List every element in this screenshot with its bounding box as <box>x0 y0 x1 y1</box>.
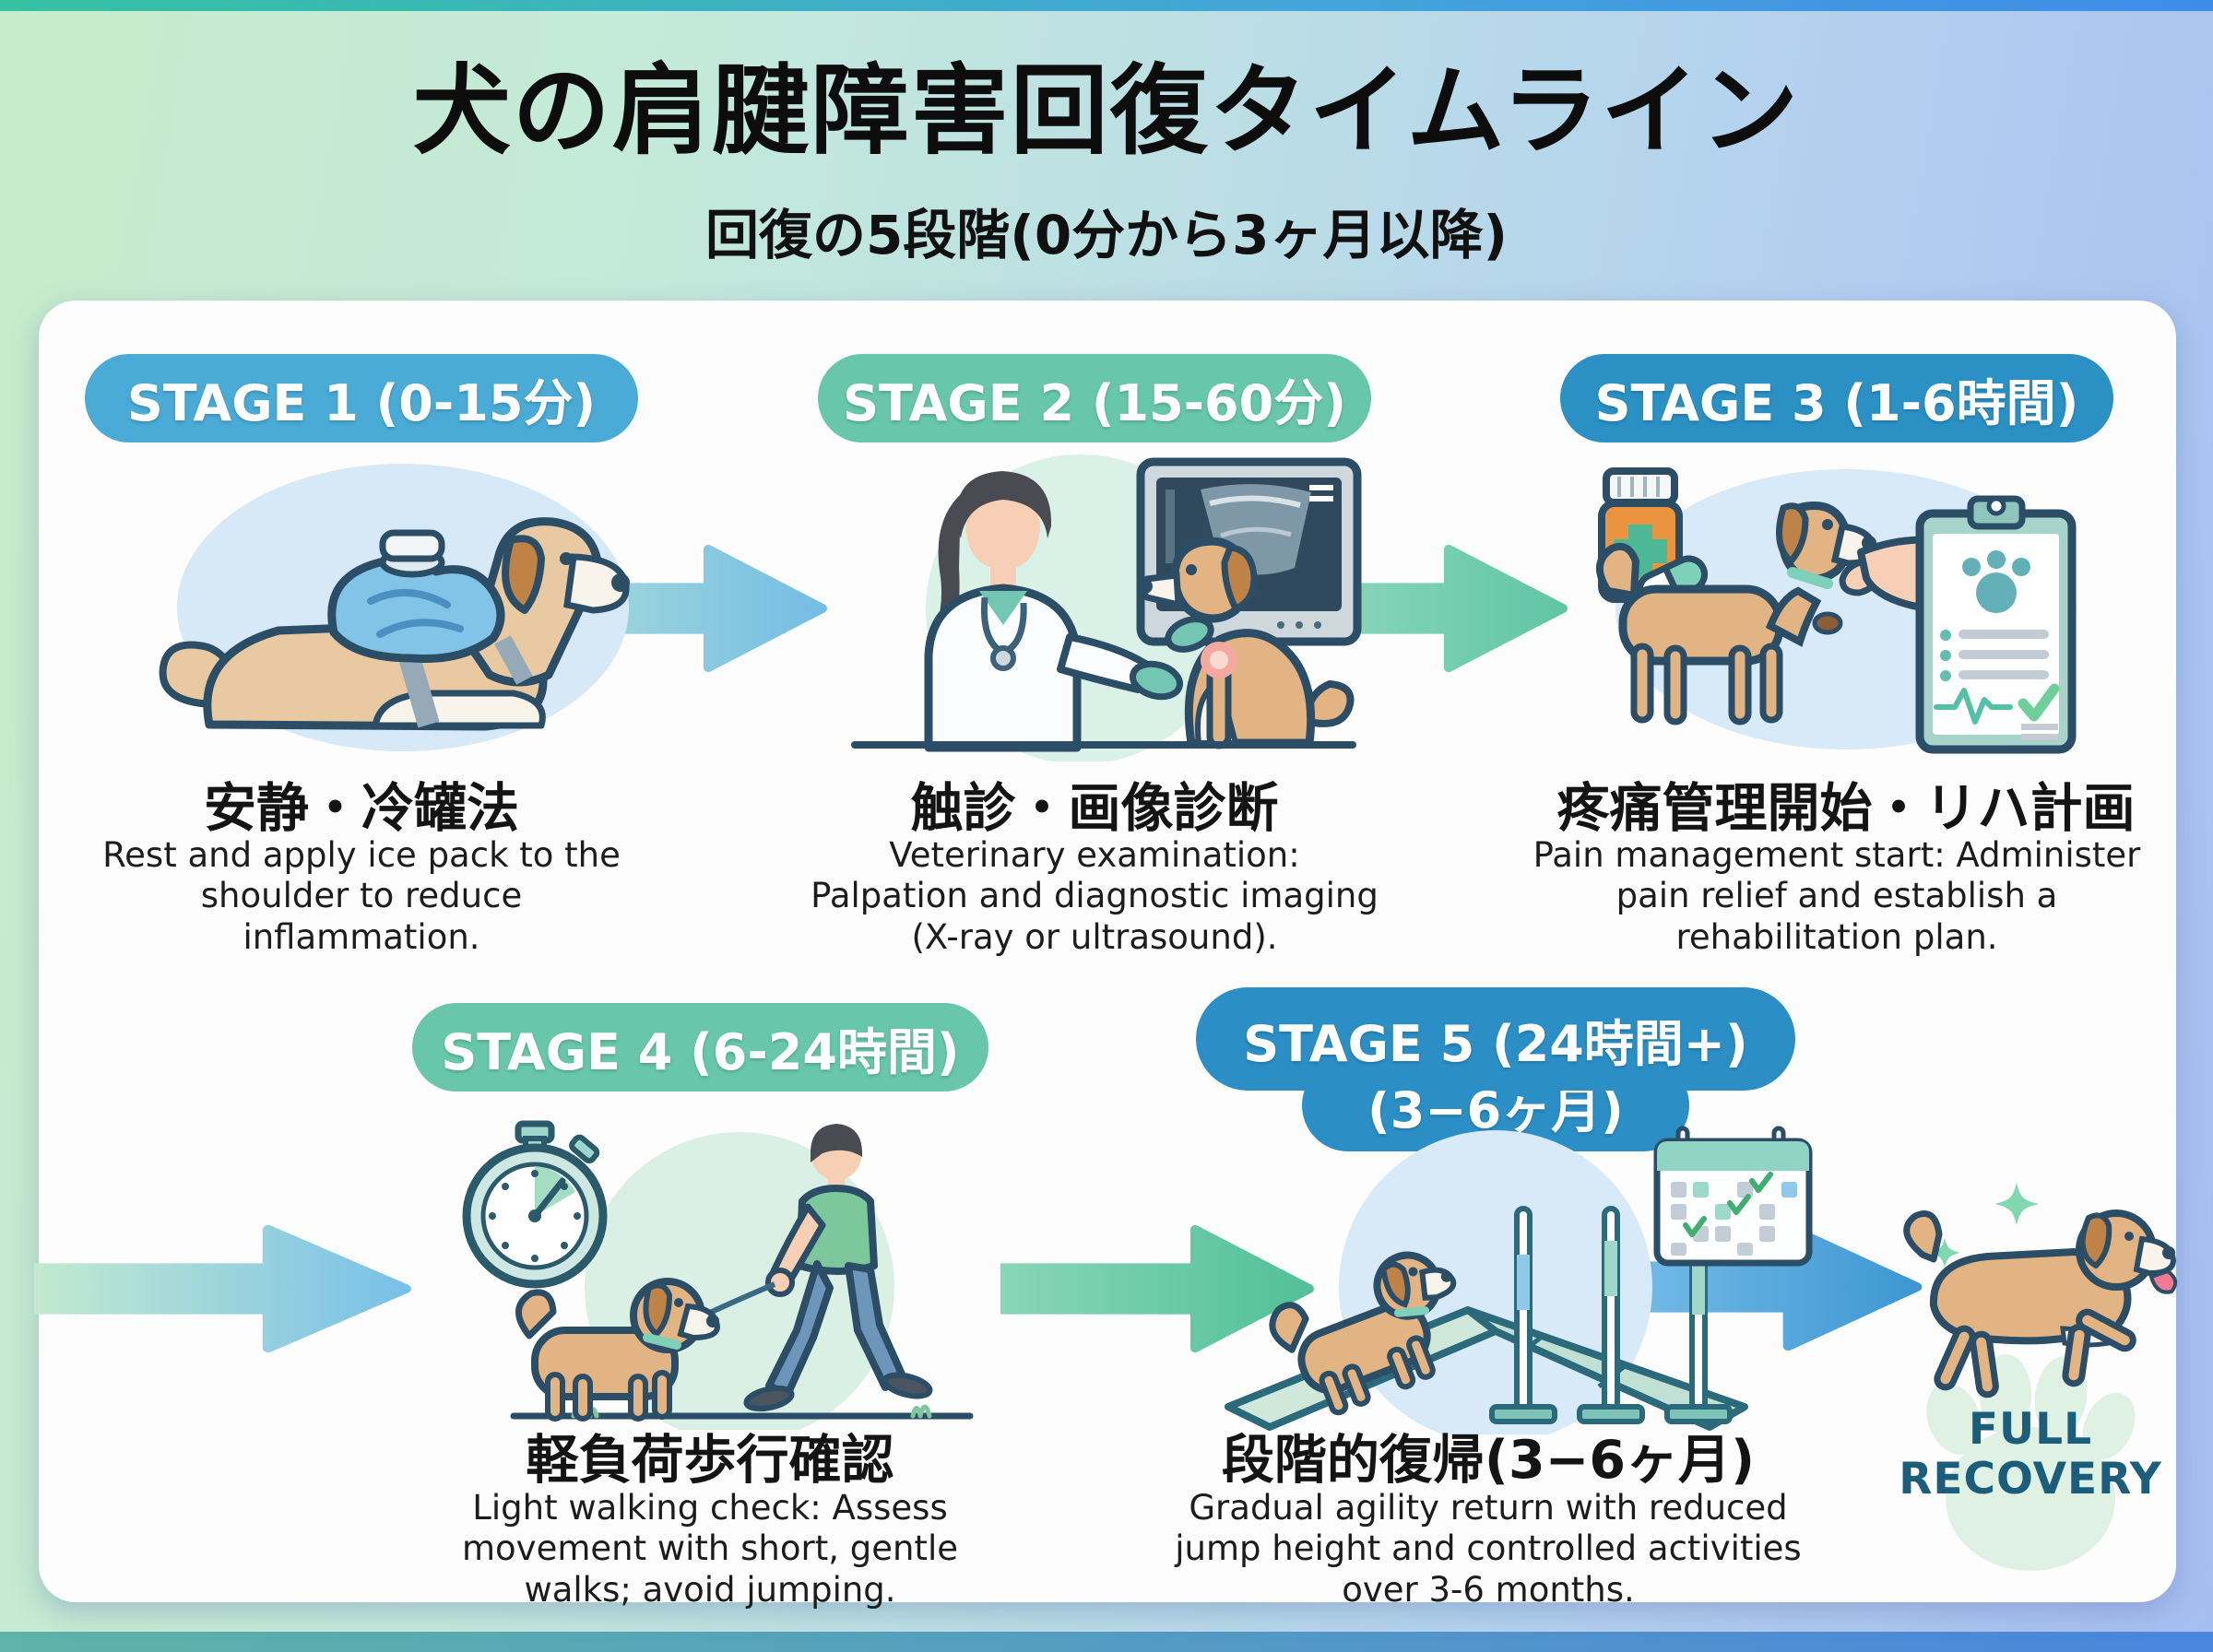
arrow-into-stage4-icon <box>34 1224 411 1353</box>
stage2-badge: STAGE 2 (15-60分) <box>818 354 1371 442</box>
stage1-heading-jp: 安静・冷罐法 <box>204 778 519 839</box>
stage4-description: Light walking check: Assess movement wit… <box>462 1488 958 1610</box>
page-title: 犬の肩腱障害回復タイムライン <box>412 54 1801 168</box>
full-recovery-line2: RECOVERY <box>1899 1454 2162 1505</box>
stage5-illustration agility-ramp-calendar-icon <box>1225 1126 1813 1434</box>
stage5-badge-line1: STAGE 5 (24時間+) <box>1196 987 1795 1091</box>
timeline-card: STAGE 1 (0-15分) STAGE 2 (15-60分) STAGE 3… <box>34 301 2178 1610</box>
page-subtitle: 回復の5段階(0分から3ヶ月以降) <box>704 204 1509 266</box>
stage3-description: Pain management start: Administer pain r… <box>1533 835 2141 957</box>
arrow-stage4-to-stage5-icon <box>1000 1224 1314 1353</box>
stage5-heading-jp: 段階的復帰(3−6ヶ月) <box>1221 1430 1756 1491</box>
stage4-illustration stopwatch-leash-walk-icon <box>462 1120 974 1430</box>
stage1-description: Rest and apply ice pack to the shoulder … <box>102 835 621 957</box>
full-recovery-line1: FULL <box>1968 1404 2093 1455</box>
stage5-badge: (3−6ヶ月) STAGE 5 (24時間+) <box>1196 987 1795 1181</box>
stage1-badge: STAGE 1 (0-15分) <box>85 354 638 442</box>
stage4-heading-jp: 軽負荷歩行確認 <box>526 1430 894 1491</box>
stage2-illustration vet-ultrasound-exam-icon <box>851 454 1362 761</box>
full-recovery-label: FULL RECOVERY <box>1874 1404 2187 1505</box>
stage3-badge: STAGE 3 (1-6時間) <box>1560 354 2113 442</box>
stage1-illustration dog-lying-with-ice-pack-icon <box>159 464 630 751</box>
stage2-heading-jp: 触診・画像診断 <box>910 778 1279 839</box>
full-recovery-illustration happy-dog-sparkles-paw-icon <box>1903 1183 2178 1571</box>
stage3-heading-jp: 疼痛管理開始・リハ計画 <box>1556 778 2136 839</box>
stage3-illustration medication-treat-clipboard-icon <box>1596 467 2077 754</box>
stage2-description: Veterinary examination: Palpation and di… <box>811 835 1379 957</box>
bottom-accent-bar <box>0 1632 2213 1652</box>
top-accent-bar <box>0 0 2213 11</box>
stage4-badge: STAGE 4 (6-24時間) <box>412 1003 988 1092</box>
stage5-description: Gradual agility return with reduced jump… <box>1175 1488 1802 1610</box>
